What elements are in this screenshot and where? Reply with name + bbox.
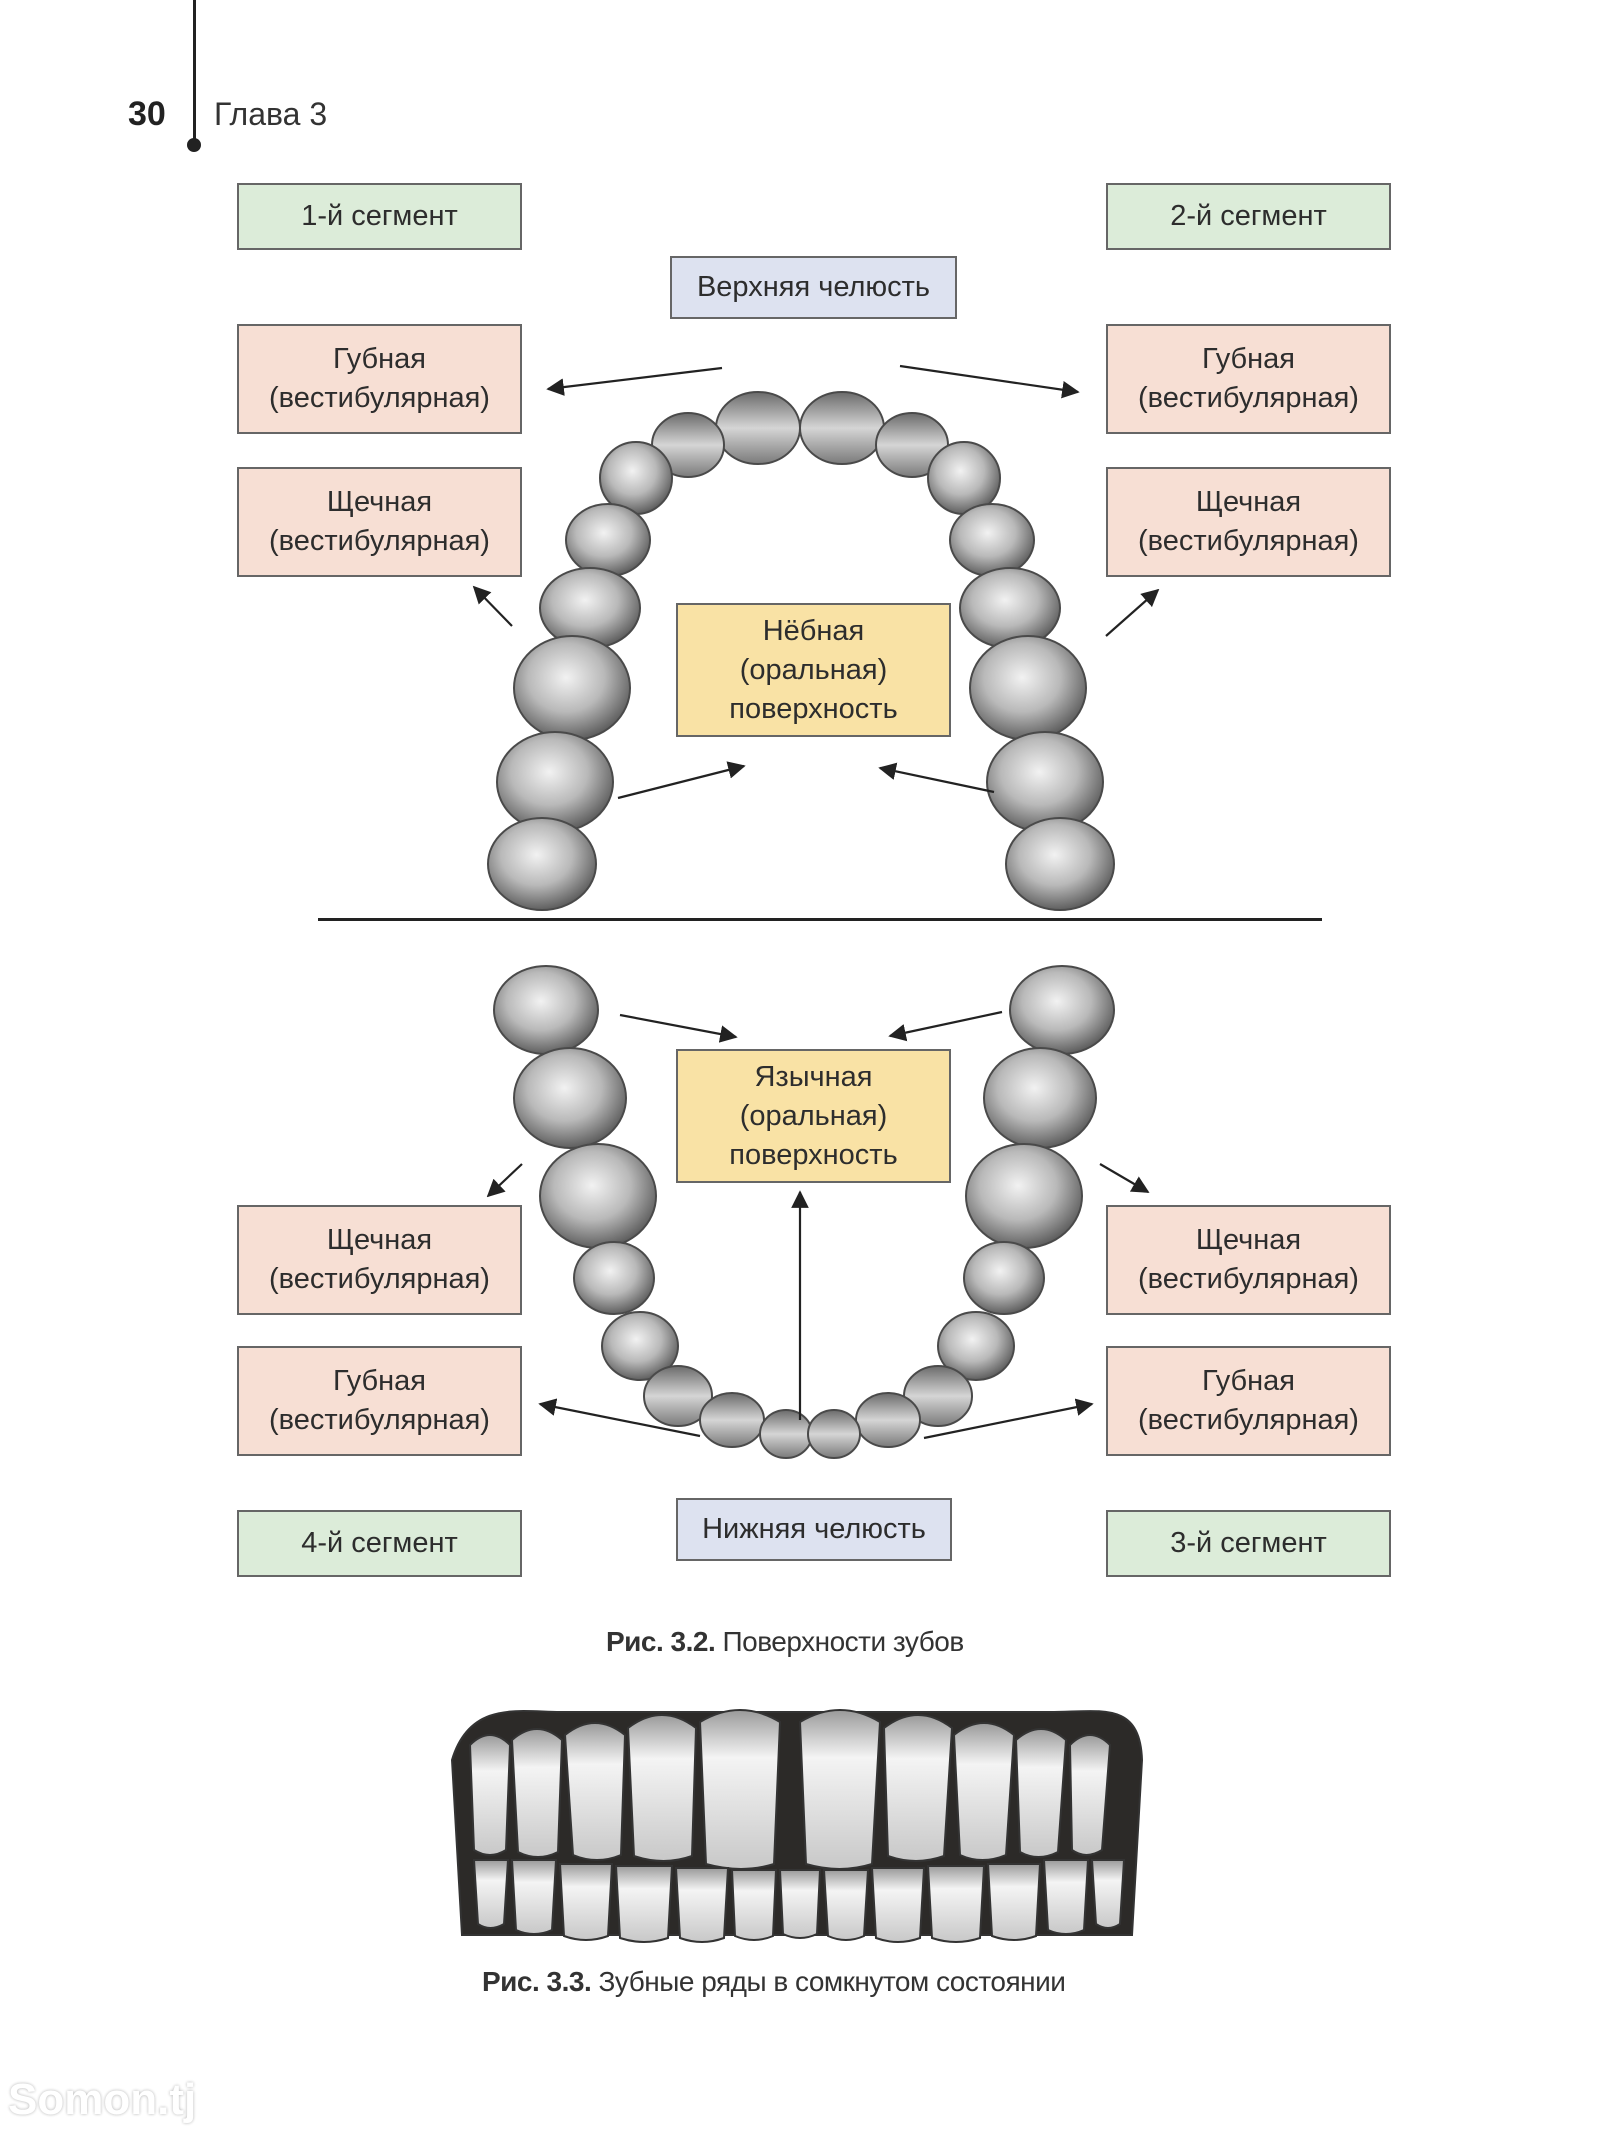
upper-tooth — [510, 1728, 564, 1858]
upper-premolar-tooth — [565, 503, 651, 577]
lower-molar-tooth — [539, 1143, 657, 1249]
upper-tooth — [563, 1722, 627, 1861]
upper-right-buccal-label: Щечная(вестибулярная) — [1106, 467, 1391, 577]
lower-jaw-label: Нижняя челюсть — [676, 1498, 952, 1561]
lower-tooth — [778, 1869, 822, 1939]
lower-molar-tooth — [983, 1047, 1097, 1149]
lower-premolar-tooth — [573, 1241, 655, 1315]
upper-premolar-tooth — [949, 503, 1035, 577]
lower-tooth — [614, 1865, 674, 1943]
lower-premolar-tooth — [963, 1241, 1045, 1315]
lower-tooth — [510, 1859, 558, 1935]
lower-tooth — [926, 1865, 986, 1943]
upper-tooth — [468, 1734, 512, 1856]
arrow — [538, 1398, 701, 1438]
arrow — [619, 1013, 738, 1043]
arrow — [1105, 588, 1160, 637]
lower-molar-tooth — [965, 1143, 1083, 1249]
segment-1-label: 1-й сегмент — [237, 183, 522, 250]
upper-incisor-tooth — [799, 391, 885, 465]
lower-tooth — [674, 1867, 730, 1943]
arrow — [546, 366, 723, 396]
upper-molar-tooth — [986, 731, 1104, 833]
upper-tooth — [626, 1714, 698, 1862]
arrow — [878, 762, 995, 794]
upper-molar-tooth — [1005, 817, 1115, 911]
figure-3-3-caption: Рис. 3.3. Зубные ряды в сомкнутом состоя… — [482, 1966, 1066, 1997]
lower-tooth — [870, 1867, 926, 1943]
upper-molar-tooth — [496, 731, 614, 833]
upper-tooth — [798, 1709, 882, 1870]
lower-tooth — [822, 1869, 870, 1941]
lower-incisor-tooth — [855, 1392, 921, 1448]
lower-tooth — [472, 1859, 510, 1929]
header-vertical-rule — [193, 0, 196, 146]
upper-right-labial-label: Губная(вестибулярная) — [1106, 324, 1391, 434]
palatal-surface-label: Нёбная(оральная)поверхность — [676, 603, 951, 737]
arrow — [472, 585, 513, 627]
upper-left-labial-label: Губная(вестибулярная) — [237, 324, 522, 434]
figure-3-2-caption: Рис. 3.2. Поверхности зубов — [606, 1626, 964, 1657]
page-number: 30 — [128, 95, 166, 133]
lower-right-labial-label: Губная(вестибулярная) — [1106, 1346, 1391, 1456]
lower-incisor-tooth — [759, 1409, 813, 1459]
lower-right-buccal-label: Щечная(вестибулярная) — [1106, 1205, 1391, 1315]
segment-2-label: 2-й сегмент — [1106, 183, 1391, 250]
upper-molar-tooth — [487, 817, 597, 911]
occlusion-illustration — [450, 1709, 1144, 1943]
upper-jaw-label: Верхняя челюсть — [670, 256, 957, 319]
lower-premolar-tooth — [937, 1311, 1015, 1381]
lower-tooth — [986, 1863, 1042, 1941]
upper-tooth — [1014, 1728, 1068, 1858]
upper-tooth — [952, 1722, 1016, 1861]
lower-incisor-tooth — [807, 1409, 861, 1459]
lower-left-buccal-label: Щечная(вестибулярная) — [237, 1205, 522, 1315]
upper-tooth — [1068, 1734, 1112, 1856]
chapter-title: Глава 3 — [214, 96, 328, 132]
lower-tooth — [730, 1869, 778, 1941]
jaw-separator-line — [318, 918, 1322, 921]
upper-molar-tooth — [513, 635, 631, 741]
lower-tooth — [1042, 1859, 1090, 1935]
upper-tooth — [882, 1714, 954, 1862]
arrow — [899, 364, 1080, 399]
lower-molar-tooth — [513, 1047, 627, 1149]
segment-3-label: 3-й сегмент — [1106, 1510, 1391, 1577]
lower-tooth — [1090, 1859, 1126, 1929]
lower-molar-tooth — [493, 965, 599, 1055]
diagram-arrows — [472, 364, 1160, 1440]
lingual-surface-label: Язычная(оральная)поверхность — [676, 1049, 951, 1183]
upper-arch — [487, 391, 1115, 911]
lower-premolar-tooth — [601, 1311, 679, 1381]
lower-tooth — [558, 1863, 614, 1941]
arrow — [486, 1163, 523, 1198]
arrow — [888, 1010, 1003, 1042]
upper-tooth — [698, 1709, 782, 1870]
header-dot — [187, 138, 201, 152]
upper-premolar-tooth — [959, 567, 1061, 649]
lower-arch — [493, 965, 1115, 1459]
segment-4-label: 4-й сегмент — [237, 1510, 522, 1577]
lower-left-labial-label: Губная(вестибулярная) — [237, 1346, 522, 1456]
lower-molar-tooth — [1009, 965, 1115, 1055]
arrow — [1099, 1163, 1150, 1193]
upper-incisor-tooth — [715, 391, 801, 465]
upper-premolar-tooth — [539, 567, 641, 649]
arrow — [923, 1398, 1094, 1440]
upper-molar-tooth — [969, 635, 1087, 741]
lower-canine-tooth — [643, 1365, 713, 1427]
watermark: Somon.tj — [8, 2075, 197, 2124]
upper-left-buccal-label: Щечная(вестибулярная) — [237, 467, 522, 577]
lower-incisor-tooth — [699, 1392, 765, 1448]
arrow — [617, 761, 746, 800]
